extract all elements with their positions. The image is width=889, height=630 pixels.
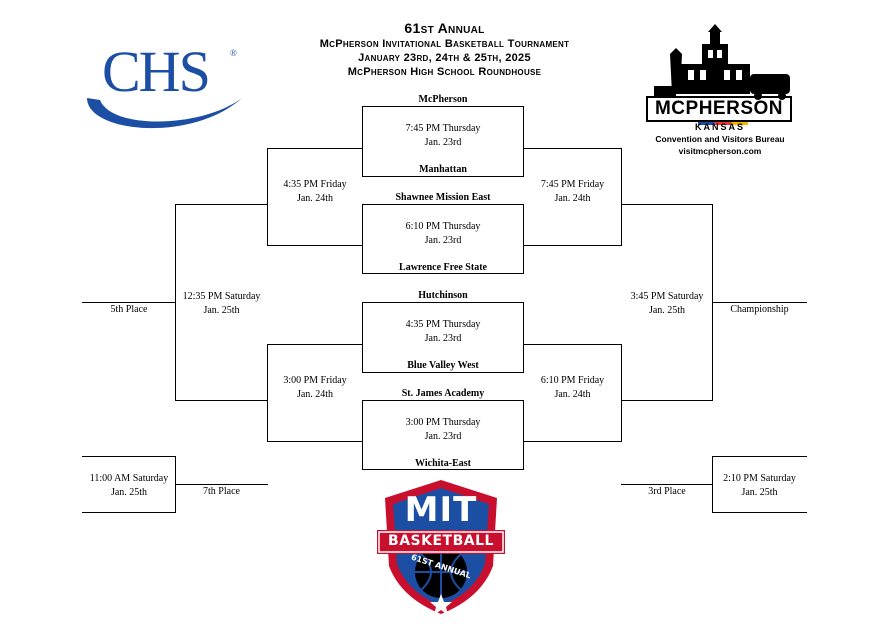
third-place-label: 3rd Place bbox=[648, 486, 686, 497]
game-time: 2:10 PM Saturday bbox=[723, 473, 796, 484]
team-slot-8: Wichita-East bbox=[415, 458, 471, 469]
game-date: Jan. 23rd bbox=[424, 137, 462, 148]
game-time: 6:10 PM Thursday bbox=[405, 221, 481, 232]
mcpherson-state: KANSAS bbox=[694, 122, 745, 132]
mcpherson-cvb-logo: McPherson KANSAS Convention and Visitors… bbox=[640, 24, 800, 164]
championship-line bbox=[712, 302, 807, 303]
fifth-place-label: 5th Place bbox=[110, 304, 148, 315]
team-slot-2: Manhattan bbox=[419, 164, 467, 175]
game-time: 12:35 PM Saturday bbox=[182, 291, 261, 302]
semifinal-1-bracket bbox=[523, 148, 622, 246]
chs-logo: CHS ® bbox=[82, 38, 252, 138]
seventh-place-label: 7th Place bbox=[203, 486, 240, 497]
game-date: Jan. 24th bbox=[554, 389, 591, 400]
game-time: 4:35 PM Friday bbox=[283, 179, 347, 190]
quarterfinal-1-time: 7:45 PM Thursday Jan. 23rd bbox=[362, 122, 524, 150]
quarterfinal-4-time: 3:00 PM Thursday Jan. 23rd bbox=[362, 416, 524, 444]
third-place-game-time: 2:10 PM Saturday Jan. 25th bbox=[712, 472, 807, 500]
quarterfinal-2-bracket bbox=[362, 204, 524, 274]
seventh-place-line bbox=[175, 484, 268, 485]
courthouse-icon bbox=[654, 24, 790, 100]
mcpherson-name: McPherson bbox=[654, 98, 783, 119]
mit-basketball-logo: MIT BASKETBALL 61ST ANNUAL bbox=[377, 476, 505, 618]
championship-label: Championship bbox=[730, 304, 789, 315]
bureau-name: Convention and Visitors Bureau bbox=[655, 134, 785, 144]
color-stripe bbox=[698, 122, 748, 125]
consolation-semifinal-2-bracket bbox=[267, 344, 363, 442]
game-date: Jan. 24th bbox=[296, 389, 334, 400]
game-time: 7:45 PM Thursday bbox=[405, 123, 481, 134]
team-slot-4: Lawrence Free State bbox=[399, 262, 487, 273]
quarterfinal-3-time: 4:35 PM Thursday Jan. 23rd bbox=[362, 318, 524, 346]
third-place-line bbox=[621, 484, 713, 485]
game-time: 3:45 PM Saturday bbox=[630, 291, 704, 302]
chs-registered-mark: ® bbox=[230, 48, 237, 58]
game-date: Jan. 23rd bbox=[424, 333, 462, 344]
team-slot-5: Hutchinson bbox=[418, 290, 468, 301]
bureau-url: visitmcpherson.com bbox=[678, 146, 762, 156]
tournament-year-title: 61st Annual bbox=[404, 20, 485, 36]
seventh-place-game-time: 11:00 AM Saturday Jan. 25th bbox=[82, 472, 176, 500]
game-date: Jan. 23rd bbox=[424, 235, 462, 246]
chs-swoosh-icon bbox=[87, 98, 242, 129]
game-date: Jan. 25th bbox=[741, 487, 778, 498]
team-slot-7: St. James Academy bbox=[401, 388, 485, 399]
consolation-semifinal-1-time: 4:35 PM Friday Jan. 24th bbox=[267, 178, 363, 206]
mcpherson-wordmark: McPherson bbox=[646, 96, 792, 122]
game-time: 6:10 PM Friday bbox=[540, 375, 605, 386]
quarterfinal-1-bracket bbox=[362, 106, 524, 177]
quarterfinal-3-bracket bbox=[362, 302, 524, 373]
game-time: 3:00 PM Thursday bbox=[405, 417, 481, 428]
consolation-semifinal-1-bracket bbox=[267, 148, 363, 246]
game-date: Jan. 24th bbox=[296, 193, 334, 204]
tournament-venue: McPherson High School Roundhouse bbox=[347, 66, 542, 78]
tournament-name: McPherson Invitational Basketball Tourna… bbox=[319, 38, 570, 50]
game-date: Jan. 25th bbox=[110, 487, 148, 498]
fifth-place-game-time: 12:35 PM Saturday Jan. 25th bbox=[175, 290, 268, 318]
game-date: Jan. 24th bbox=[554, 193, 591, 204]
mit-logo-line2: BASKETBALL bbox=[388, 533, 494, 549]
tournament-dates: January 23rd, 24th & 25th, 2025 bbox=[358, 52, 531, 64]
game-time: 3:00 PM Friday bbox=[283, 375, 347, 386]
semifinal-2-bracket bbox=[523, 344, 622, 442]
quarterfinal-2-time: 6:10 PM Thursday Jan. 23rd bbox=[362, 220, 524, 248]
mit-logo-line1: MIT bbox=[404, 490, 478, 530]
game-time: 4:35 PM Thursday bbox=[405, 319, 481, 330]
game-time: 7:45 PM Friday bbox=[540, 179, 605, 190]
game-time: 11:00 AM Saturday bbox=[89, 473, 169, 484]
quarterfinal-4-bracket bbox=[362, 400, 524, 470]
semifinal-2-time: 6:10 PM Friday Jan. 24th bbox=[523, 374, 622, 402]
game-date: Jan. 23rd bbox=[424, 431, 462, 442]
shield-icon bbox=[377, 480, 505, 615]
game-date: Jan. 25th bbox=[648, 305, 686, 316]
championship-game-time: 3:45 PM Saturday Jan. 25th bbox=[621, 290, 713, 318]
consolation-semifinal-2-time: 3:00 PM Friday Jan. 24th bbox=[267, 374, 363, 402]
game-date: Jan. 25th bbox=[203, 305, 240, 316]
semifinal-1-time: 7:45 PM Friday Jan. 24th bbox=[523, 178, 622, 206]
team-slot-6: Blue Valley West bbox=[407, 360, 479, 371]
fifth-place-line bbox=[82, 302, 176, 303]
team-slot-3: Shawnee Mission East bbox=[395, 192, 491, 203]
chs-logo-text: CHS bbox=[102, 39, 211, 104]
team-slot-1: McPherson bbox=[418, 94, 468, 105]
